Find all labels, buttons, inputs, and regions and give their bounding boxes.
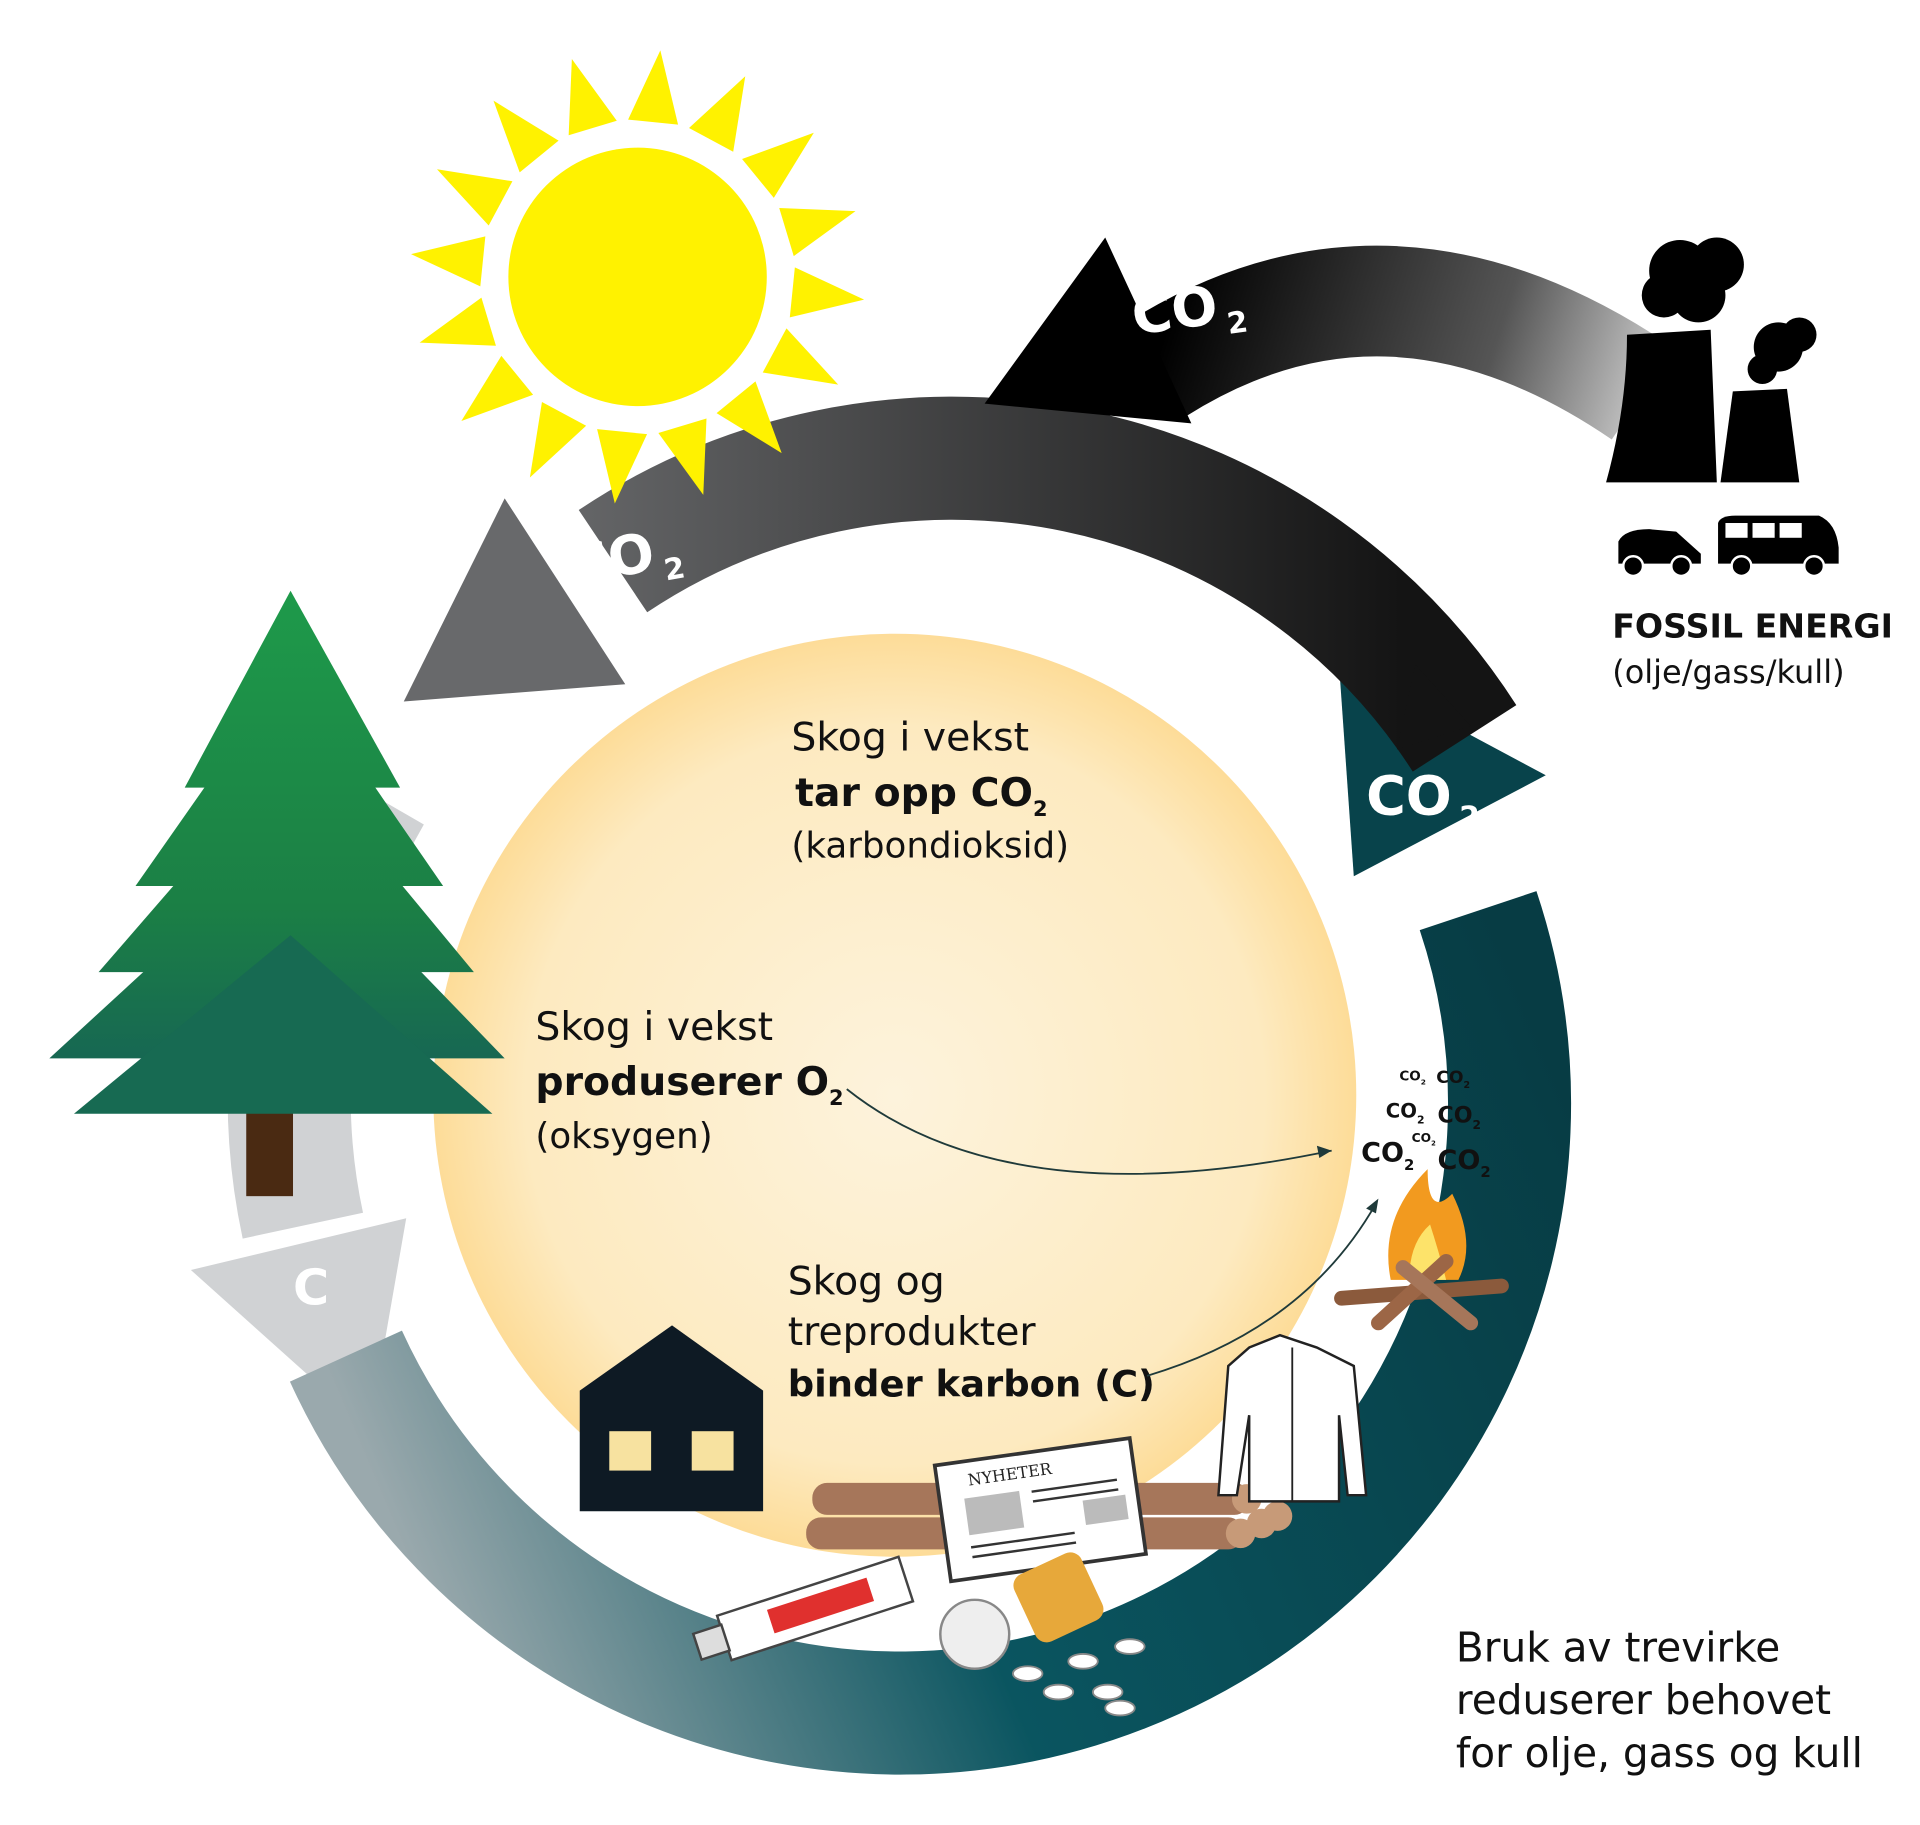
sun-ray — [689, 76, 746, 152]
car-icon — [1618, 529, 1701, 578]
binding-line1: Skog og — [788, 1259, 945, 1305]
newspaper-icon: NYHETER — [932, 1436, 1149, 1584]
inner-glow-disc — [433, 633, 1357, 1557]
sun-ray — [762, 328, 839, 385]
toothpaste-icon — [691, 1555, 915, 1662]
smoke-co2-label: CO2 — [1361, 1138, 1414, 1174]
smoke-co2-label: CO2 — [1437, 1145, 1490, 1181]
pill-bottle-icon — [939, 1552, 1146, 1717]
fossil-energy-title: FOSSIL ENERGI — [1612, 606, 1893, 645]
carbon-label: C — [293, 1258, 329, 1316]
shirt-icon — [1217, 1333, 1368, 1503]
house-icon — [579, 1325, 764, 1512]
sun-ray — [411, 236, 486, 287]
spruce-tree-icon — [49, 590, 505, 1197]
conclusion-line2: reduserer behovet — [1456, 1676, 1831, 1724]
sun-ray — [716, 381, 782, 454]
conclusion-line3: for olje, gass og kull — [1456, 1729, 1863, 1777]
smoke-co2-label: CO2 — [1436, 1068, 1470, 1091]
campfire-icon — [1334, 1169, 1509, 1331]
sun-ray — [779, 207, 856, 257]
conclusion-text: Bruk av trevirke reduserer behovet for o… — [1456, 1623, 1863, 1777]
sun-ray — [628, 50, 679, 125]
bus-icon — [1718, 515, 1839, 578]
oxygen-label: Skog i vekst produserer O2 (oksygen) — [535, 1004, 843, 1157]
sun-ray — [529, 402, 587, 478]
uptake-line1: Skog i vekst — [791, 715, 1029, 761]
conclusion-line1: Bruk av trevirke — [1456, 1623, 1780, 1671]
oxygen-line1: Skog i vekst — [535, 1004, 773, 1050]
uptake-label: Skog i vekst tar opp CO2 (karbondioksid) — [791, 715, 1069, 867]
sun-ray — [568, 58, 617, 136]
uptake-line2: tar opp CO2 — [795, 770, 1047, 821]
smoke-co2-label: CO2 — [1386, 1099, 1425, 1126]
sun-ray — [461, 355, 534, 421]
sun-ray — [597, 429, 648, 504]
power-plant-icon — [1606, 237, 1817, 483]
binding-label: Skog og treprodukter binder karbon (C) — [788, 1259, 1155, 1406]
sun-ray — [493, 100, 559, 173]
uptake-line3: (karbondioksid) — [791, 826, 1069, 867]
sun-ray — [742, 132, 814, 198]
fossil-energy-subtitle: (olje/gass/kull) — [1612, 653, 1844, 691]
binding-line2: treprodukter — [788, 1309, 1037, 1355]
sun-icon — [411, 50, 865, 504]
sun-ray — [419, 297, 496, 346]
smoke-co2-label: CO2 — [1437, 1102, 1481, 1132]
sun-ray — [789, 267, 865, 318]
oxygen-line3: (oksygen) — [535, 1116, 712, 1157]
binding-pointer-arrow — [1146, 1203, 1377, 1377]
smoke-co2-label: CO2 — [1412, 1131, 1436, 1148]
smoke-co2-label: CO2 — [1399, 1068, 1426, 1086]
sun-ray — [436, 169, 513, 226]
sun-ray — [658, 418, 707, 495]
binding-line3: binder karbon (C) — [788, 1363, 1155, 1406]
oxygen-pointer-arrow — [846, 1088, 1332, 1175]
oxygen-line2: produserer O2 — [535, 1059, 843, 1110]
